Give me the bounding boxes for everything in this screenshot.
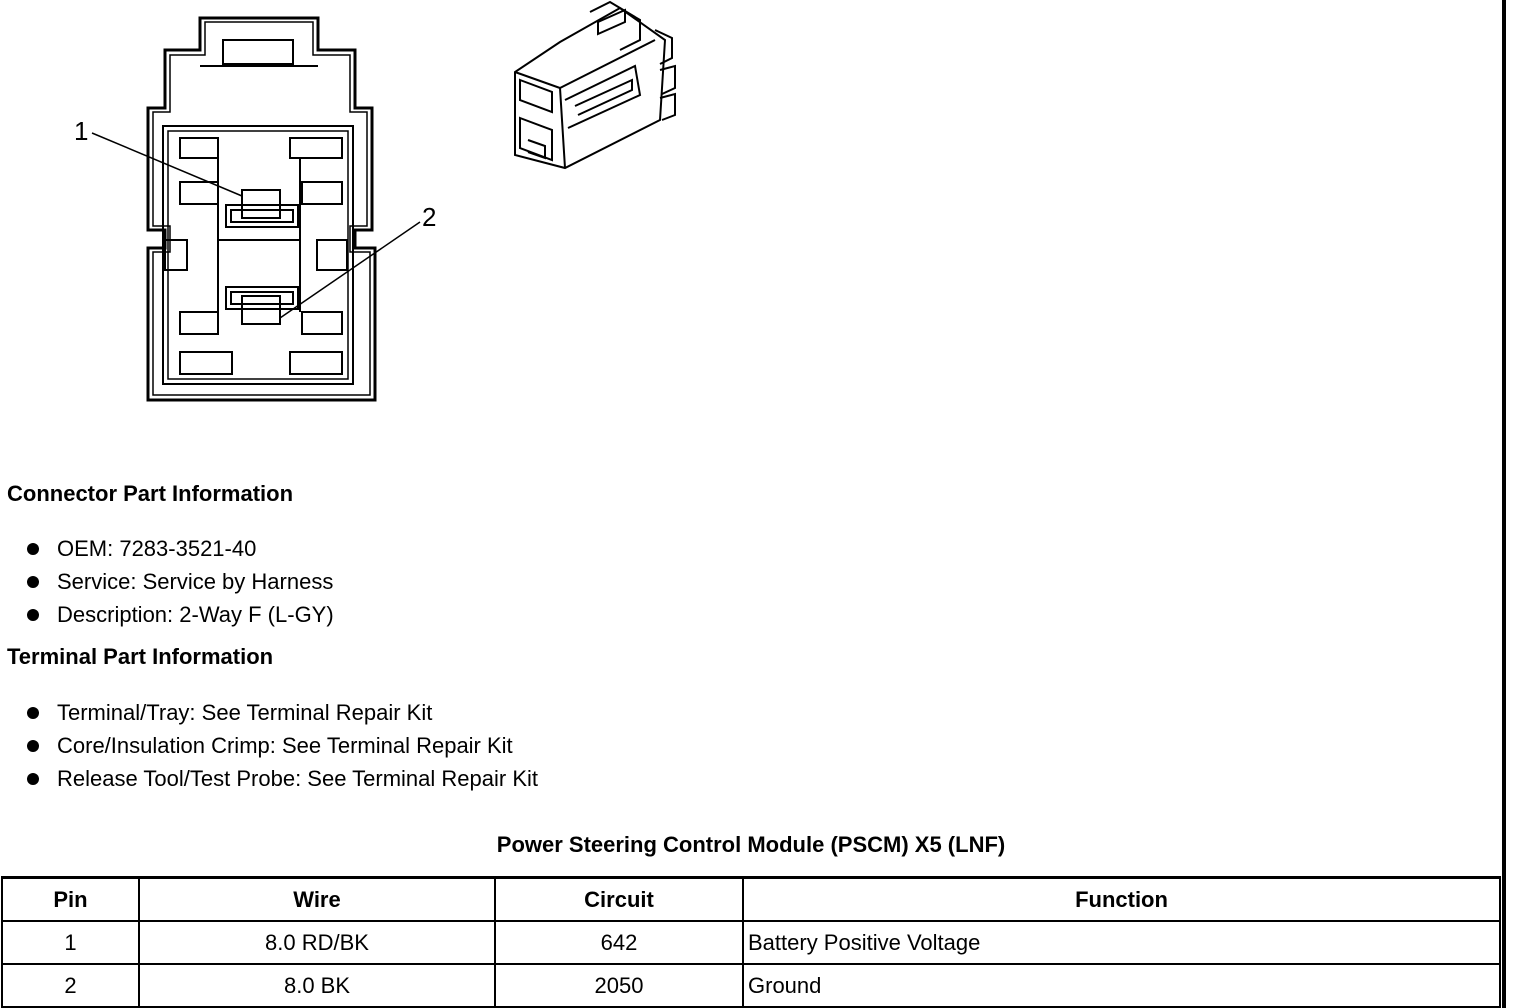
pin-table: Pin Wire Circuit Function 1 8.0 RD/BK 64… [1, 876, 1501, 1008]
list-item: Release Tool/Test Probe: See Terminal Re… [25, 762, 538, 795]
callout-1: 1 [74, 116, 88, 146]
list-item: Service: Service by Harness [25, 565, 334, 598]
pin-cell: 1 [1, 920, 140, 965]
connector-isometric-diagram [514, 0, 676, 170]
column-header-circuit: Circuit [494, 876, 744, 922]
function-cell: Battery Positive Voltage [742, 920, 1501, 965]
callout-2: 2 [422, 202, 436, 232]
list-item: Terminal/Tray: See Terminal Repair Kit [25, 696, 538, 729]
circuit-cell: 2050 [494, 963, 744, 1008]
list-item: Core/Insulation Crimp: See Terminal Repa… [25, 729, 538, 762]
function-cell: Ground [742, 963, 1501, 1008]
connector-info-list: OEM: 7283-3521-40 Service: Service by Ha… [25, 532, 334, 631]
connector-info-heading: Connector Part Information [7, 481, 294, 506]
terminal-info-list: Terminal/Tray: See Terminal Repair Kit C… [25, 696, 538, 795]
list-item: Description: 2-Way F (L-GY) [25, 598, 334, 631]
wire-cell: 8.0 BK [138, 963, 496, 1008]
connector-face-diagram: 1 2 [74, 16, 436, 402]
pin-cell: 2 [1, 963, 140, 1008]
table-row: 1 8.0 RD/BK 642 Battery Positive Voltage [1, 920, 1501, 965]
column-header-wire: Wire [138, 876, 496, 922]
table-header-row: Pin Wire Circuit Function [1, 876, 1501, 922]
wire-cell: 8.0 RD/BK [138, 920, 496, 965]
list-item: OEM: 7283-3521-40 [25, 532, 334, 565]
terminal-info-heading: Terminal Part Information [7, 644, 274, 669]
column-header-pin: Pin [1, 876, 140, 922]
right-border-rule [1502, 0, 1506, 1008]
pin-table-title: Power Steering Control Module (PSCM) X5 … [496, 832, 1006, 857]
table-row: 2 8.0 BK 2050 Ground [1, 963, 1501, 1008]
column-header-function: Function [742, 876, 1501, 922]
circuit-cell: 642 [494, 920, 744, 965]
